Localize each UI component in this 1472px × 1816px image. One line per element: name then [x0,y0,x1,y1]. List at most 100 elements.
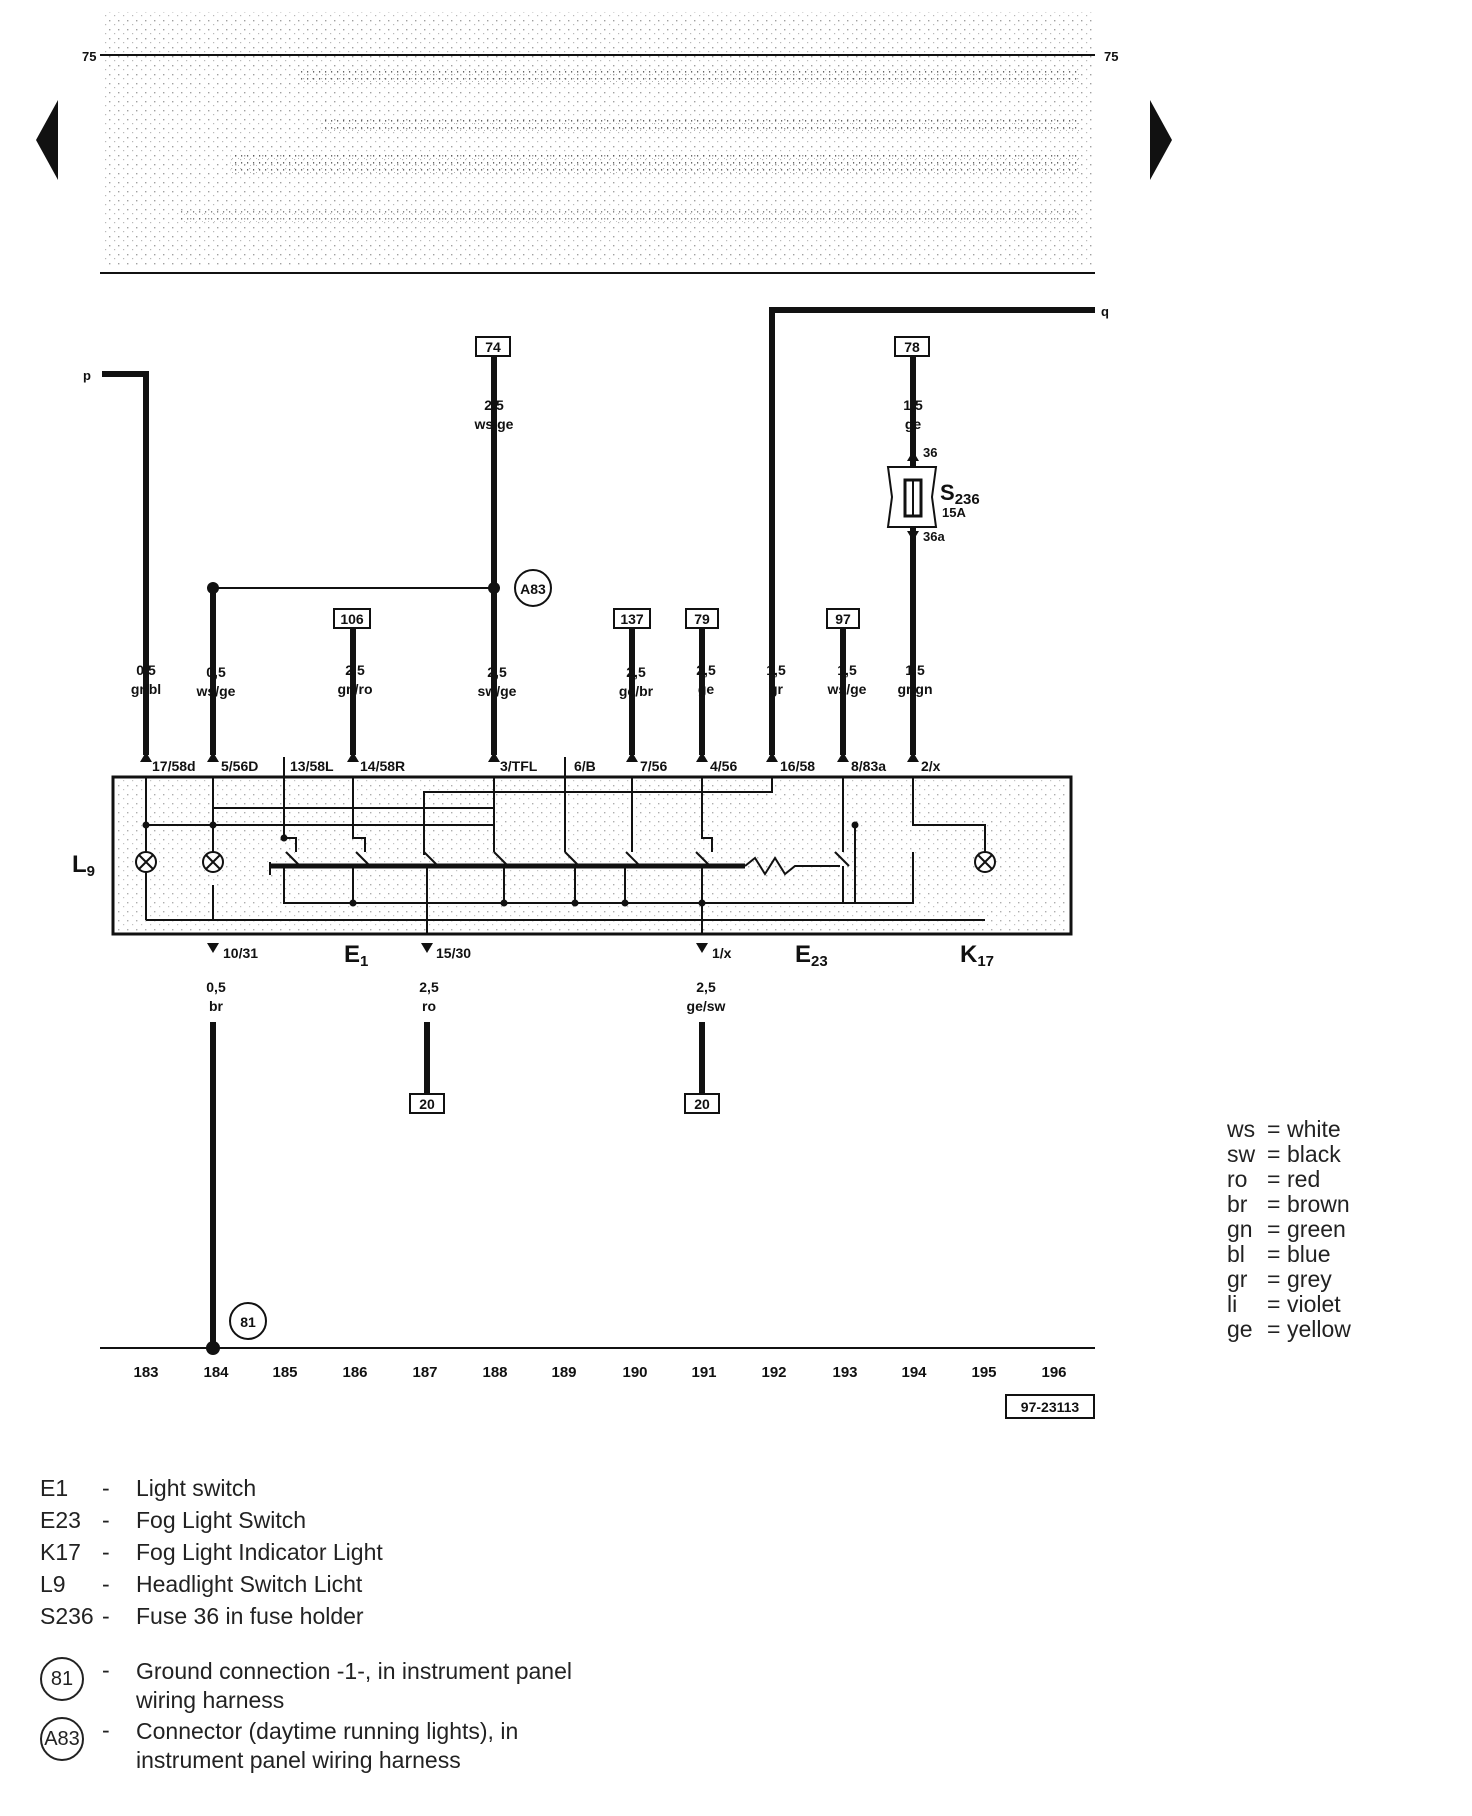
fuse-pin-in: 36 [923,445,937,460]
legend-row: ws=white [1227,1116,1341,1142]
ref-106[interactable]: 106 [340,611,364,627]
internal-schematic [135,777,996,935]
svg-text:1,5: 1,5 [903,397,923,413]
reference-boxes[interactable]: 74 78 106 137 79 97 20 20 [333,336,930,1114]
wires-bottom [100,943,1095,1355]
svg-text:16/58: 16/58 [780,758,815,774]
diagram-id: 97-23113 [1021,1399,1080,1415]
svg-text:gn/ro: gn/ro [338,681,373,697]
svg-text:185: 185 [272,1364,297,1381]
svg-text:10/31: 10/31 [223,945,258,961]
track-numbers: 183 184 185 186 187 188 189 190 191 192 … [133,1364,1066,1381]
svg-text:0,5: 0,5 [206,664,226,680]
top-ref-left: 75 [82,49,96,64]
svg-text:ge: ge [698,681,715,697]
svg-text:189: 189 [551,1364,576,1381]
svg-text:195: 195 [971,1364,996,1381]
next-arrow-icon[interactable] [1150,100,1172,180]
svg-text:ge: ge [905,416,922,432]
svg-text:190: 190 [622,1364,647,1381]
svg-text:13/58L: 13/58L [290,758,334,774]
ref-74[interactable]: 74 [485,339,501,355]
ref-137[interactable]: 137 [620,611,644,627]
svg-text:1,5: 1,5 [837,662,857,678]
svg-text:184: 184 [203,1364,229,1381]
junction-184 [207,582,219,594]
svg-text:ge/sw: ge/sw [687,998,726,1014]
end-q-label: q [1101,304,1109,319]
wire-p-183 [102,371,149,755]
label-e1: E1 [344,941,368,970]
label-l9: L9 [72,851,95,880]
end-p-label: p [83,368,91,383]
svg-text:188: 188 [482,1364,507,1381]
wire-q-192 [769,307,1095,755]
fuse-s236: 36 36a S236 15A [886,445,980,544]
connector-a83-icon: A83 [514,569,552,607]
svg-text:0,5: 0,5 [136,662,156,678]
svg-text:3/TFL: 3/TFL [500,758,538,774]
component-labels: L9 E1 E23 K17 [72,851,994,970]
legend-row: sw=black [1227,1141,1341,1167]
connector-a83-key-icon: A83 [40,1717,84,1761]
svg-text:2,5: 2,5 [626,664,646,680]
svg-text:br: br [209,998,224,1014]
ref-97[interactable]: 97 [835,611,851,627]
fuse-pin-out: 36a [923,529,945,544]
diagram-id-box [1005,1394,1095,1419]
svg-text:1/x: 1/x [712,945,732,961]
svg-text:194: 194 [901,1364,927,1381]
svg-text:192: 192 [761,1364,786,1381]
svg-text:4/56: 4/56 [710,758,737,774]
prev-arrow-icon[interactable] [36,100,58,180]
label-e23: E23 [795,941,828,970]
svg-text:2,5: 2,5 [419,979,439,995]
pin-labels: 17/58d 5/56D 13/58L 14/58R 3/TFL 6/B 7/5… [152,758,941,961]
svg-text:81: 81 [240,1314,256,1330]
svg-text:193: 193 [832,1364,857,1381]
legend-row: gr=grey [1227,1266,1332,1292]
svg-text:A83: A83 [520,581,546,597]
svg-text:ro: ro [422,998,436,1014]
wires-top [102,307,1095,755]
svg-text:5/56D: 5/56D [221,758,258,774]
svg-text:ws/ge: ws/ge [474,416,514,432]
ground-81-key-icon: 81 [40,1657,84,1701]
legend-row: gn=green [1227,1216,1346,1242]
legend-row: bl=blue [1227,1241,1331,1267]
top-preview-strip: 75 75 [82,12,1118,274]
ref-78[interactable]: 78 [904,339,920,355]
svg-text:2,5: 2,5 [696,979,716,995]
svg-text:2,5: 2,5 [696,662,716,678]
svg-text:gr/bl: gr/bl [131,681,161,697]
svg-text:2/x: 2/x [921,758,941,774]
svg-text:191: 191 [691,1364,716,1381]
wire-labels: 2,5 ws/ge 1,5 ge 0,5 gr/bl 0,5 ws/ge 2,5… [131,397,933,1014]
svg-text:ge/br: ge/br [619,683,654,699]
color-legend: ws=white sw=black ro=red br=brown gn=gre… [1227,1117,1351,1342]
ref-20-b[interactable]: 20 [694,1096,710,1112]
svg-text:1,5: 1,5 [766,662,786,678]
svg-text:1,5: 1,5 [905,662,925,678]
ref-20-a[interactable]: 20 [419,1096,435,1112]
svg-text:0,5: 0,5 [206,979,226,995]
svg-text:sw/ge: sw/ge [478,683,517,699]
svg-text:ws/ge: ws/ge [196,683,236,699]
ref-79[interactable]: 79 [694,611,710,627]
svg-text:2,5: 2,5 [484,397,504,413]
pin-stubs [140,752,919,777]
top-ref-right: 75 [1104,49,1118,64]
svg-text:7/56: 7/56 [640,758,667,774]
fuse-rating: 15A [942,505,966,520]
svg-text:8/83a: 8/83a [851,758,886,774]
svg-text:gr/gn: gr/gn [898,681,933,697]
svg-text:186: 186 [342,1364,367,1381]
ground-junction [206,1341,220,1355]
svg-text:183: 183 [133,1364,158,1381]
label-k17: K17 [960,941,994,970]
legend-row: br=brown [1227,1191,1350,1217]
svg-text:187: 187 [412,1364,437,1381]
svg-text:17/58d: 17/58d [152,758,196,774]
svg-text:2,5: 2,5 [345,662,365,678]
